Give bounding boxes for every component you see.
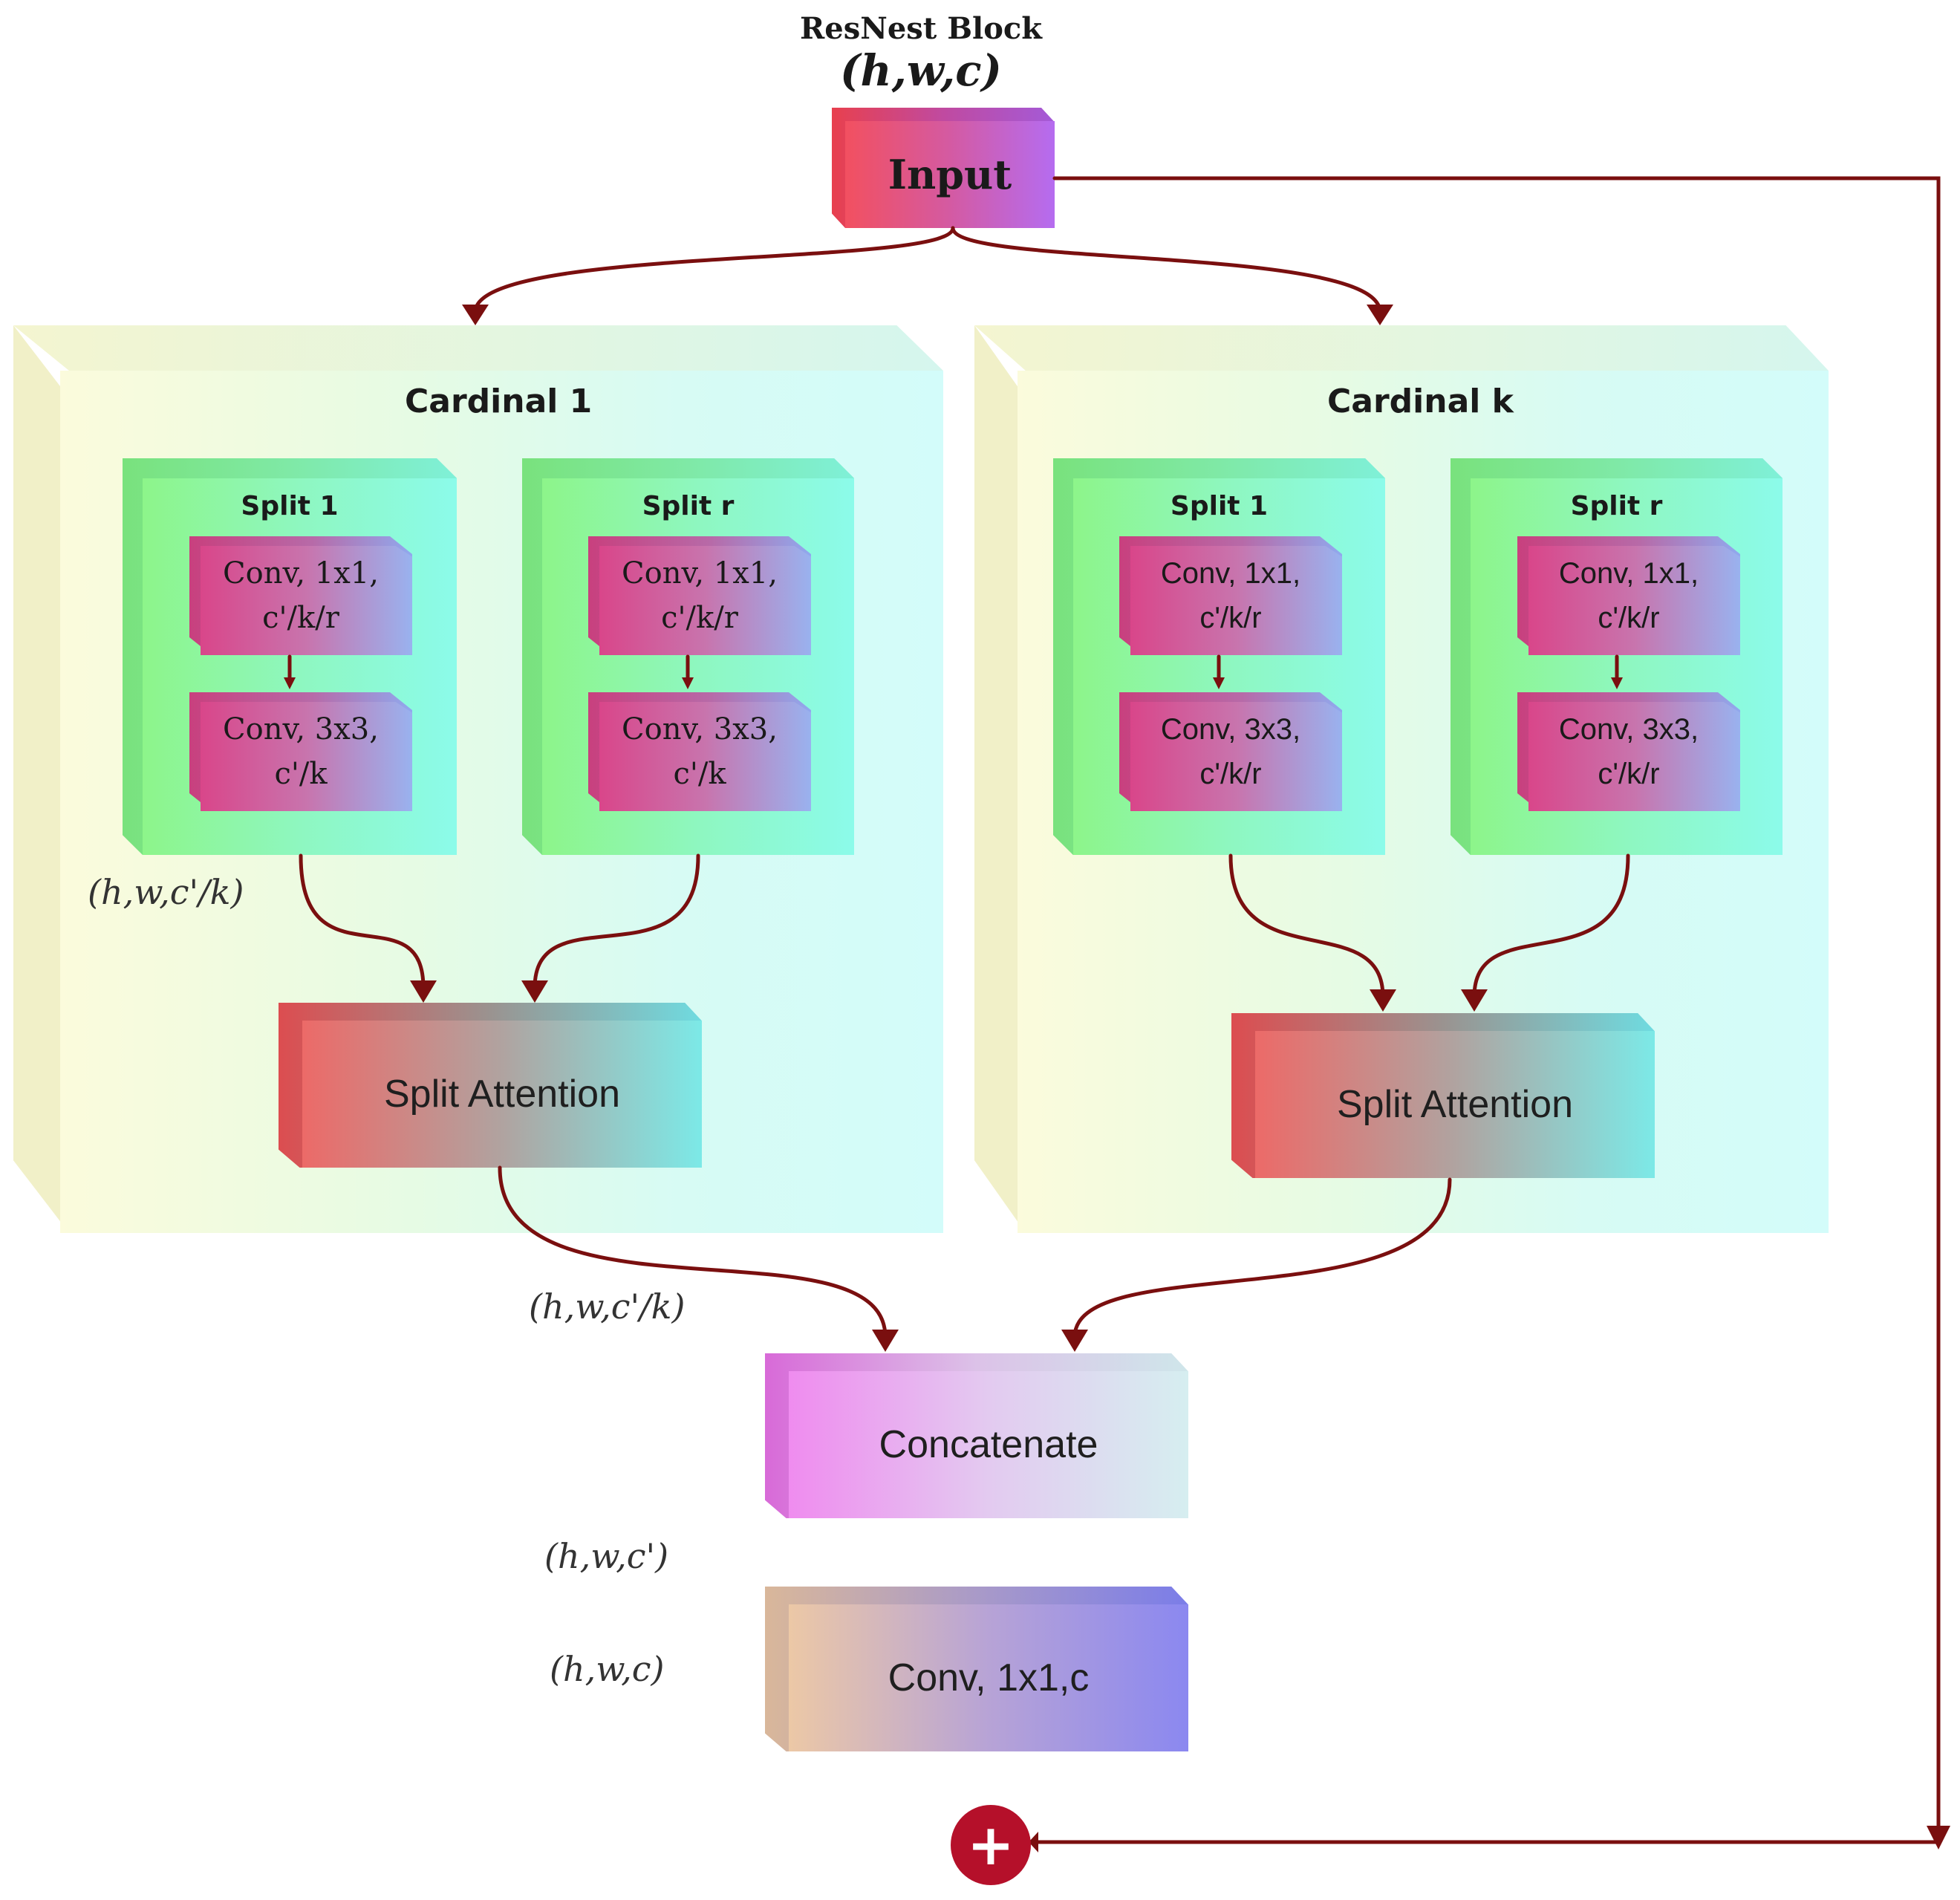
final-conv-box: Conv, 1x1,c bbox=[765, 1587, 1188, 1751]
conv-line: c'/k bbox=[274, 757, 328, 791]
arrowhead bbox=[1367, 305, 1393, 325]
cardinal-k-title: Cardinal k bbox=[1327, 383, 1514, 420]
conv-line: c'/k/r bbox=[661, 601, 738, 635]
input-label: Input bbox=[888, 151, 1012, 198]
split-output-dims: (h,w,c'/k) bbox=[88, 872, 244, 912]
attention-output-dims: (h,w,c'/k) bbox=[529, 1286, 686, 1327]
input-box: Input bbox=[832, 108, 1055, 228]
conv-1x1-box: Conv, 1x1, c'/k/r bbox=[1119, 536, 1342, 655]
conv-1x1-box: Conv, 1x1, c'/k/r bbox=[1517, 536, 1740, 655]
split-attention-label: Split Attention bbox=[384, 1073, 620, 1116]
conv-line: c'/k bbox=[673, 757, 726, 791]
arrowhead bbox=[1061, 1330, 1088, 1352]
plus-icon: + bbox=[967, 1812, 1015, 1878]
conv-line: c'/k/r bbox=[1199, 758, 1262, 790]
conv-output-dims: (h,w,c) bbox=[550, 1649, 665, 1689]
concat-output-dims: (h,w,c') bbox=[544, 1536, 669, 1576]
split-title: Split 1 bbox=[241, 491, 339, 521]
split-attention-1: Split Attention bbox=[279, 1003, 702, 1168]
conv-3x3-box: Conv, 3x3, c'/k bbox=[588, 692, 811, 811]
conv-3x3-box: Conv, 3x3, c'/k/r bbox=[1119, 692, 1342, 811]
arrowhead bbox=[1927, 1826, 1950, 1849]
block-title: ResNest Block bbox=[800, 10, 1042, 46]
concatenate-label: Concatenate bbox=[879, 1423, 1098, 1466]
conv-line: Conv, 3x3, bbox=[1558, 713, 1699, 746]
arrow-input-to-cardinal-1 bbox=[473, 226, 955, 314]
conv-3x3-box: Conv, 3x3, c'/k bbox=[189, 692, 412, 811]
final-conv-label: Conv, 1x1,c bbox=[888, 1656, 1090, 1699]
conv-1x1-box: Conv, 1x1, c'/k/r bbox=[588, 536, 811, 655]
block-dims: (h,w,c) bbox=[840, 45, 1002, 96]
conv-line: Conv, 1x1, bbox=[223, 556, 379, 591]
concatenate-box: Concatenate bbox=[765, 1353, 1188, 1518]
split-title: Split r bbox=[1570, 491, 1663, 521]
arrowhead bbox=[872, 1330, 899, 1352]
conv-line: Conv, 3x3, bbox=[622, 712, 778, 746]
arrow-input-to-cardinal-k bbox=[951, 226, 1382, 314]
conv-line: Conv, 1x1, bbox=[1160, 557, 1301, 590]
conv-1x1-box: Conv, 1x1, c'/k/r bbox=[189, 536, 412, 655]
conv-line: Conv, 3x3, bbox=[1160, 713, 1301, 746]
split-title: Split 1 bbox=[1170, 491, 1269, 521]
conv-line: c'/k/r bbox=[1598, 758, 1660, 790]
conv-line: Conv, 1x1, bbox=[622, 556, 778, 591]
cardinal-1-title: Cardinal 1 bbox=[405, 383, 593, 420]
split-attention-label: Split Attention bbox=[1337, 1083, 1573, 1126]
arrowhead bbox=[462, 305, 489, 325]
conv-3x3-box: Conv, 3x3, c'/k/r bbox=[1517, 692, 1740, 811]
conv-line: c'/k/r bbox=[1598, 602, 1660, 634]
conv-line: c'/k/r bbox=[262, 601, 339, 635]
conv-line: Conv, 3x3, bbox=[223, 712, 379, 746]
add-node: + bbox=[951, 1805, 1031, 1885]
conv-line: c'/k/r bbox=[1199, 602, 1262, 634]
split-title: Split r bbox=[642, 491, 735, 521]
conv-line: Conv, 1x1, bbox=[1558, 557, 1699, 590]
split-attention-k: Split Attention bbox=[1231, 1013, 1655, 1178]
